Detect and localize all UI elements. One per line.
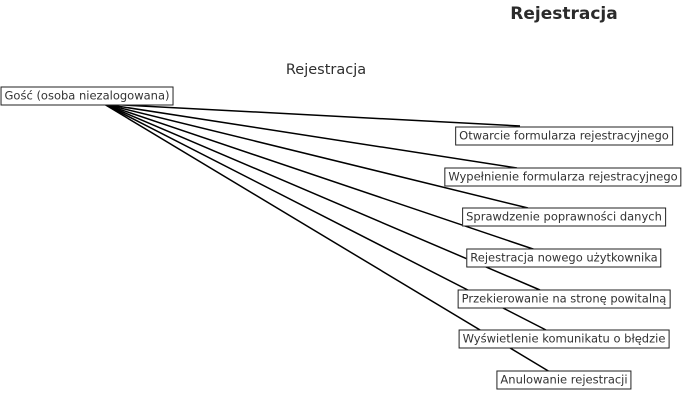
page-title: Rejestracja	[510, 4, 618, 24]
use-case-redirect-welcome: Przekierowanie na stronę powitalną	[457, 289, 671, 309]
actor-guest: Gość (osoba niezalogowana)	[0, 86, 174, 106]
connector-line	[103, 103, 529, 209]
use-case-cancel-registration: Anulowanie rejestracji	[496, 370, 632, 390]
use-case-open-form: Otwarcie formularza rejestracyjnego	[455, 126, 673, 146]
diagram-title: Rejestracja	[285, 62, 367, 78]
use-case-fill-form: Wypełnienie formularza rejestracyjnego	[444, 167, 682, 187]
use-case-register-user: Rejestracja nowego użytkownika	[466, 248, 662, 268]
use-case-validate-data: Sprawdzenie poprawności danych	[462, 207, 666, 227]
connector-line	[103, 103, 521, 127]
connector-line	[103, 103, 551, 373]
use-case-show-error: Wyświetlenie komunikatu o błędzie	[458, 329, 670, 349]
connector-line	[103, 103, 518, 169]
